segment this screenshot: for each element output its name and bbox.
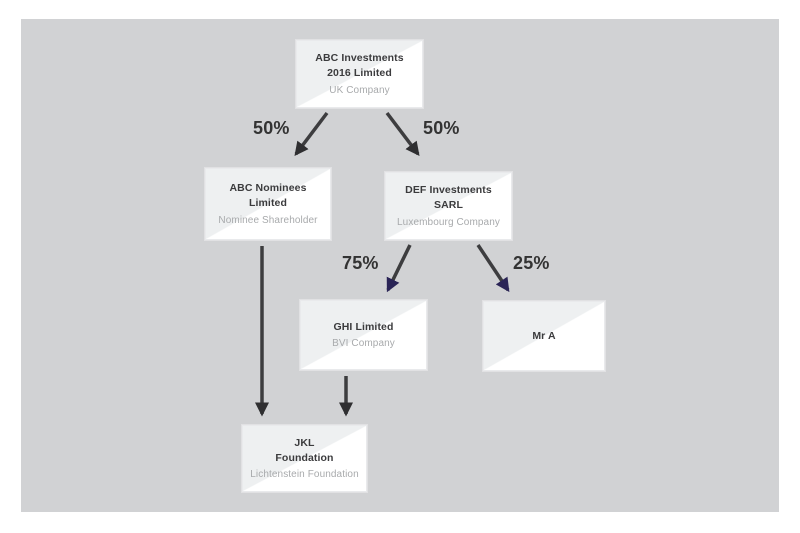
edge-label-50-right: 50%	[423, 118, 460, 138]
node-title: DEF Investments SARL	[405, 184, 492, 211]
node-jkl-foundation: JKL Foundation Lichtenstein Foundation	[242, 425, 367, 492]
node-title: JKL Foundation	[275, 436, 334, 464]
node-def-investments: DEF Investments SARL Luxembourg Company	[385, 172, 512, 240]
node-subtitle: Luxembourg Company	[397, 216, 500, 228]
node-mr-a: Mr A	[483, 301, 605, 371]
edge-label-50-left: 50%	[253, 118, 290, 138]
node-ghi-limited: GHI Limited BVI Company	[300, 300, 427, 370]
node-title: Mr A	[532, 329, 556, 342]
node-abc-nominees: ABC Nominees Limited Nominee Shareholder	[205, 168, 331, 240]
node-subtitle: Lichtenstein Foundation	[250, 469, 359, 481]
node-title: ABC Nominees Limited	[229, 182, 307, 209]
node-abc-investments: ABC Investments 2016 Limited UK Company	[296, 40, 423, 108]
node-title: GHI Limited	[333, 320, 394, 333]
edge-label-75: 75%	[342, 253, 379, 273]
node-subtitle: Nominee Shareholder	[218, 214, 318, 226]
node-subtitle: UK Company	[329, 84, 390, 96]
node-title: ABC Investments 2016 Limited	[315, 52, 404, 79]
edge-label-25: 25%	[513, 253, 550, 273]
node-subtitle: BVI Company	[332, 338, 395, 350]
